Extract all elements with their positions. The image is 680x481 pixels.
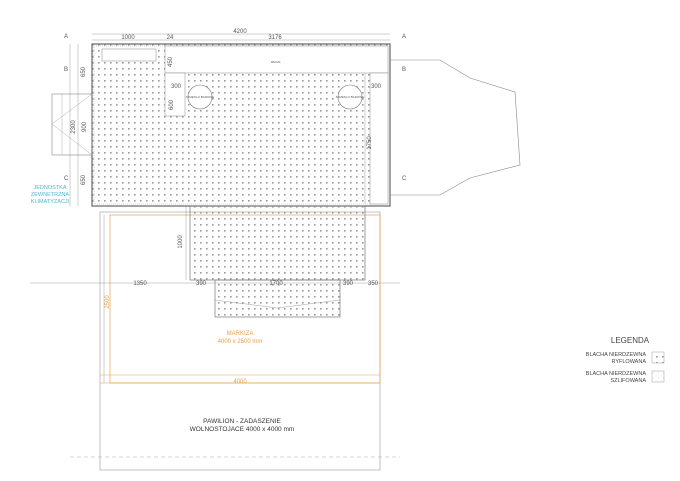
dim-extension-depth: 1000 <box>178 235 184 249</box>
dim-gap: 24 <box>167 35 174 41</box>
ac-unit-label: JEDNOSTKA ZEWNETRZNA KLIMATYZACJI <box>30 185 70 205</box>
dim-left-bottom: 650 <box>81 174 87 185</box>
door-swing <box>51 93 93 156</box>
section-marker-a-right: A <box>402 34 406 40</box>
awning-width: 4000 <box>233 379 247 385</box>
section-marker-a-left: A <box>64 34 68 40</box>
chair-label: KRZESLO BAROWE <box>336 95 364 99</box>
regal-top <box>164 45 389 74</box>
dim-regal-side: 600 <box>169 99 175 110</box>
regal-label: REGAL <box>271 60 282 64</box>
dim-right-offset: 300 <box>371 84 382 90</box>
dim-right-side: 1750 <box>367 136 373 150</box>
dim-right: 3176 <box>268 35 282 41</box>
bar-chair <box>337 84 363 110</box>
dimension-lines <box>30 33 400 383</box>
awning-height: 2500 <box>105 295 111 309</box>
legend-swatch-brushed <box>651 370 665 383</box>
dim-total-width: 4200 <box>233 29 247 35</box>
dim-ext-a: 1350 <box>133 281 147 287</box>
cabinet <box>101 48 157 62</box>
section-marker-c-right: C <box>402 176 407 182</box>
legend-title: LEGENDA <box>611 336 650 345</box>
awning-size: 4000 x 2500 mm <box>218 339 263 345</box>
dim-ext-e: 350 <box>368 281 379 287</box>
counter-right <box>369 72 389 205</box>
section-markers: A A B B C C <box>64 34 407 182</box>
door <box>51 93 93 156</box>
dim-ext-b: 390 <box>196 281 207 287</box>
dim-left-top: 650 <box>81 66 87 77</box>
legend-item-2-line2: SZLIFOWANA <box>610 378 646 384</box>
legend-item-1-line1: BLACHA NIERDZEWNA <box>586 352 647 358</box>
section-marker-b-left: B <box>64 67 68 73</box>
dim-left-offset: 300 <box>171 84 182 90</box>
dim-left: 1000 <box>121 35 135 41</box>
dim-ext-c: 1700 <box>269 281 283 287</box>
section-marker-b-right: B <box>402 67 406 73</box>
section-marker-c-left: C <box>64 176 69 182</box>
bar-chair <box>187 84 213 110</box>
pavilion-title: PAWILION - ZADASZENIE <box>203 418 281 425</box>
drawbar <box>390 59 521 196</box>
dim-left-overall: 2300 <box>71 120 77 134</box>
legend-item-1-line2: RYFLOWANA <box>611 359 646 365</box>
awning-title: MARKIZA <box>227 331 254 337</box>
dim-regal-depth: 450 <box>168 56 174 67</box>
pavilion-size: WOLNOSTOJACE 4000 x 4000 mm <box>190 426 295 433</box>
extension-platform <box>189 205 366 281</box>
dim-ext-d: 390 <box>343 281 354 287</box>
regal-side <box>164 72 186 117</box>
legend-item-2-line1: BLACHA NIERDZEWNA <box>586 371 647 377</box>
chair-label: KRZESLO BAROWE <box>186 95 214 99</box>
legend-swatch-ribbed <box>651 351 665 364</box>
dim-door: 900 <box>82 121 88 132</box>
steps <box>214 279 341 318</box>
steps-slope-line <box>214 299 341 309</box>
